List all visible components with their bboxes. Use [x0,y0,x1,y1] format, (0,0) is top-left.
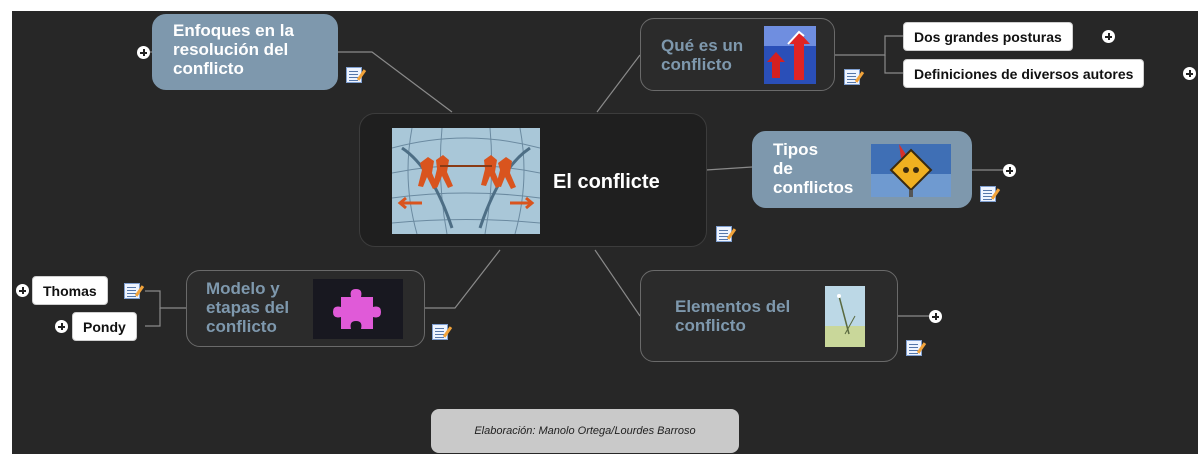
plus-circle-icon[interactable] [1102,30,1115,43]
note-pencil-icon[interactable] [346,67,362,83]
leaf-pondy[interactable]: Pondy [72,312,137,341]
central-topic-label: El conflicte [553,171,660,193]
puzzle-piece-image [313,279,403,339]
topic-que-es-label: Qué es un conflicto [661,36,744,74]
credits-footer: Elaboración: Manolo Ortega/Lourdes Barro… [431,409,739,453]
topic-enfoques-node[interactable]: Enfoques en la resolución del conflicto [152,14,338,90]
plus-circle-icon[interactable] [929,310,942,323]
topic-modelo-label: Modelo y etapas del conflicto [206,279,290,336]
note-pencil-icon[interactable] [906,340,922,356]
topic-elementos-label: Elementos del conflicto [675,297,791,335]
central-topic-node[interactable]: El conflicte [359,113,707,247]
note-pencil-icon[interactable] [980,186,996,202]
topic-tipos-label: Tipos de conflictos [773,140,854,197]
topic-que-es-node[interactable]: Qué es un conflicto [640,18,835,91]
note-pencil-icon[interactable] [716,226,732,242]
sky-plant-image [825,286,865,347]
plus-circle-icon[interactable] [55,320,68,333]
topic-elementos-node[interactable]: Elementos del conflicto [640,270,898,362]
plus-circle-icon[interactable] [137,46,150,59]
topic-enfoques-label: Enfoques en la resolución del conflicto [173,21,294,78]
leaf-definiciones[interactable]: Definiciones de diversos autores [903,59,1145,88]
plus-circle-icon[interactable] [16,284,29,297]
note-pencil-icon[interactable] [432,324,448,340]
map-figures-tugging-image [392,128,540,234]
note-pencil-icon[interactable] [124,283,140,299]
red-arrows-image [764,26,816,84]
plus-circle-icon[interactable] [1183,67,1196,80]
topic-tipos-node[interactable]: Tipos de conflictos [752,131,972,208]
note-pencil-icon[interactable] [844,69,860,85]
leaf-thomas[interactable]: Thomas [32,276,108,305]
leaf-dos-posturas[interactable]: Dos grandes posturas [903,22,1073,51]
warning-sign-image [871,144,951,197]
topic-modelo-node[interactable]: Modelo y etapas del conflicto [186,270,425,347]
plus-circle-icon[interactable] [1003,164,1016,177]
